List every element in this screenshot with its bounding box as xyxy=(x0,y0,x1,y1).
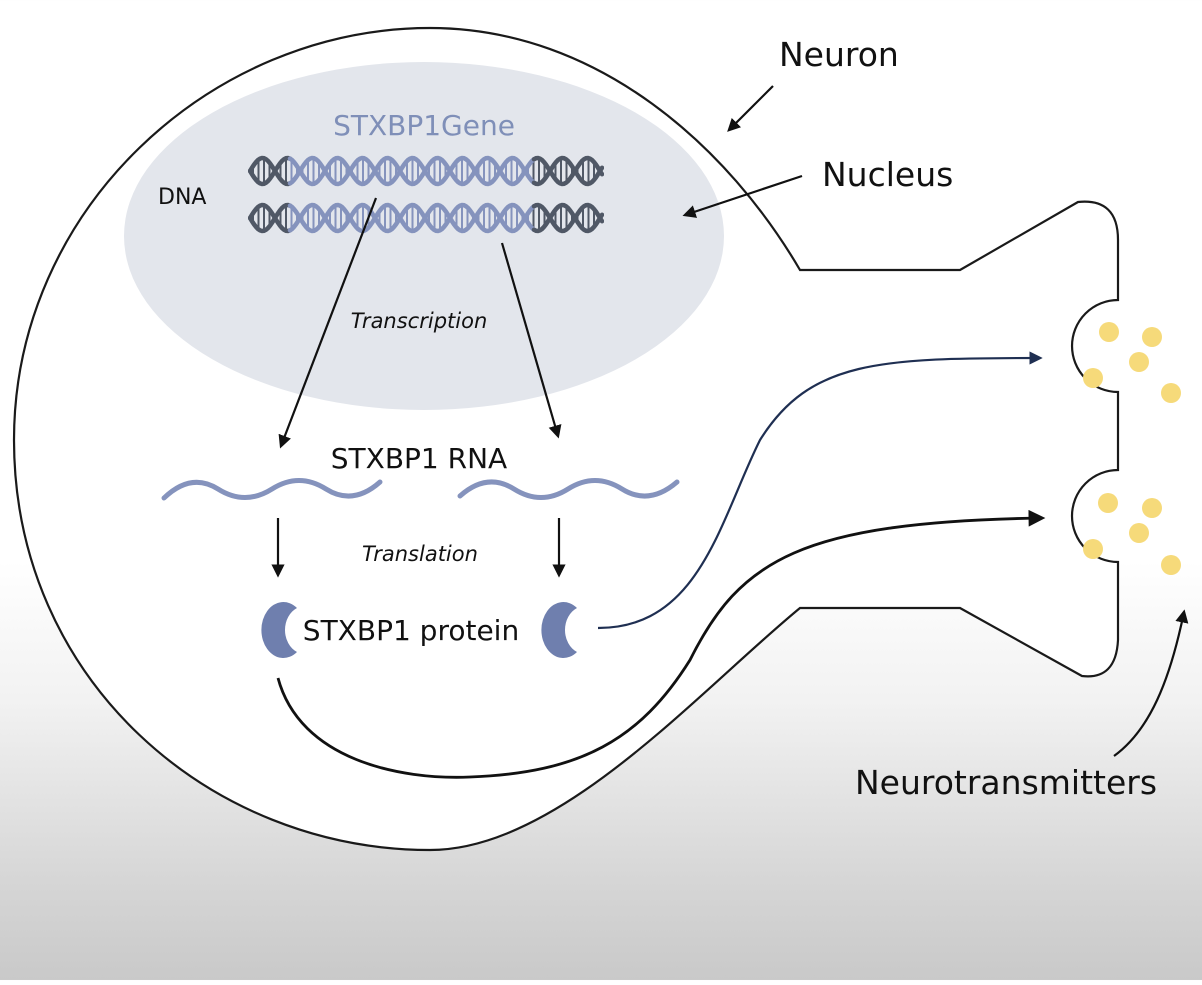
dna-backbone xyxy=(248,155,293,187)
neurotransmitters-pointer-arrow xyxy=(1113,609,1189,757)
pathway-arrow-upper xyxy=(597,351,1043,630)
vesicle xyxy=(1142,498,1162,518)
dna-label: DNA xyxy=(158,185,206,210)
nucleus-label: Nucleus xyxy=(822,155,953,194)
vesicle xyxy=(1083,368,1103,388)
dna-backbone xyxy=(248,202,293,234)
dna-backbone xyxy=(287,155,537,187)
nucleus-pointer-arrow xyxy=(682,174,803,218)
dna-backbone xyxy=(248,202,293,234)
dna-backbone xyxy=(531,155,604,187)
rna-label: STXBP1 RNA xyxy=(331,442,507,475)
protein-shape-right xyxy=(541,602,577,658)
dna-backbone xyxy=(287,202,537,234)
gene-label: STXBP1Gene xyxy=(333,109,515,142)
transcription-arrow-left xyxy=(278,197,378,449)
vesicle xyxy=(1098,493,1118,513)
translation-label: Translation xyxy=(362,542,478,566)
neuron-pointer-arrow xyxy=(727,85,774,132)
rna-strand-left xyxy=(161,478,383,501)
rna-strand-right xyxy=(457,478,680,500)
neurotransmitters-label: Neurotransmitters xyxy=(855,763,1157,802)
vesicle xyxy=(1099,322,1119,342)
dna-helix-top xyxy=(248,155,604,187)
vesicle xyxy=(1083,539,1103,559)
vesicle xyxy=(1129,523,1149,543)
vesicle xyxy=(1161,555,1181,575)
nucleus xyxy=(124,62,724,410)
vesicle xyxy=(1161,383,1181,403)
neuron-label: Neuron xyxy=(779,35,899,74)
protein-shape-left xyxy=(261,602,297,658)
dna-backbone xyxy=(287,155,537,187)
dna-backbone xyxy=(531,202,604,234)
dna-backbone xyxy=(287,202,537,234)
pathway-arrow-lower xyxy=(276,509,1046,779)
transcription-label: Transcription xyxy=(351,309,488,333)
vesicle xyxy=(1142,327,1162,347)
dna-backbone xyxy=(248,155,293,187)
dna-backbone xyxy=(531,202,604,234)
dna-helix-bottom xyxy=(248,202,604,234)
dna-backbone xyxy=(531,155,604,187)
protein-label: STXBP1 protein xyxy=(303,614,519,647)
vesicles xyxy=(1083,322,1181,575)
vesicle xyxy=(1129,352,1149,372)
transcription-arrow-right xyxy=(500,242,562,439)
